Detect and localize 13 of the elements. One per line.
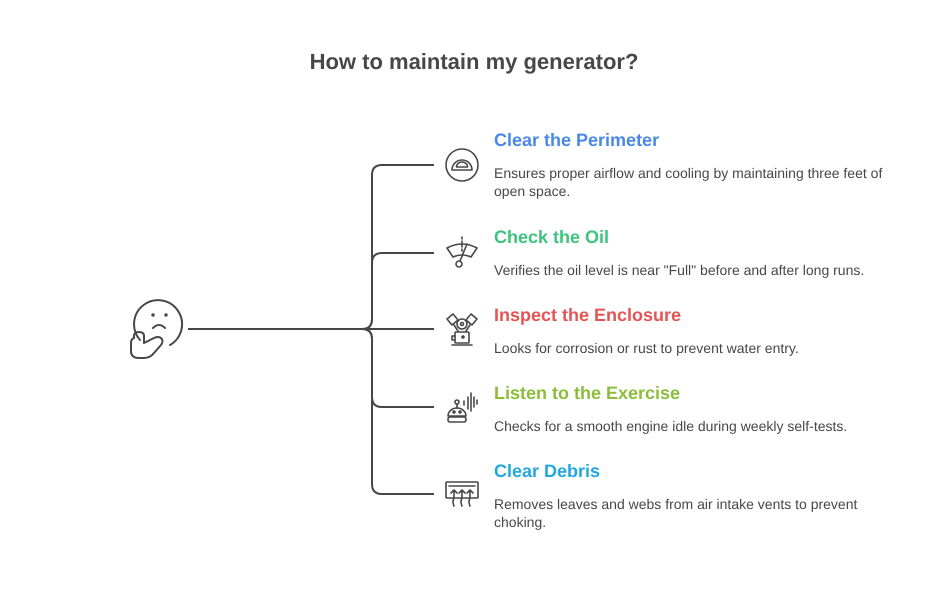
step-heading: Listen to the Exercise (494, 382, 682, 405)
step-description: Checks for a smooth engine idle during weekly self-tests. (494, 417, 848, 435)
step-description: Removes leaves and webs from air intake vents to prevent choking. (494, 495, 858, 531)
step-description: Ensures proper airflow and cooling by maintaining three feet of open space. (494, 164, 884, 200)
thinking-face-icon (128, 298, 186, 360)
step-description: Looks for corrosion or rust to prevent water entry. (494, 339, 800, 357)
connector-line (188, 328, 434, 495)
step-heading: Check the Oil (494, 226, 610, 249)
step-heading: Inspect the Enclosure (494, 304, 682, 327)
step-heading: Clear Debris (494, 460, 602, 483)
step-heading: Clear the Perimeter (494, 129, 660, 152)
step-description: Verifies the oil level is near "Full" before and after long runs. (494, 261, 866, 279)
diagram-title: How to maintain my generator? (310, 48, 638, 76)
